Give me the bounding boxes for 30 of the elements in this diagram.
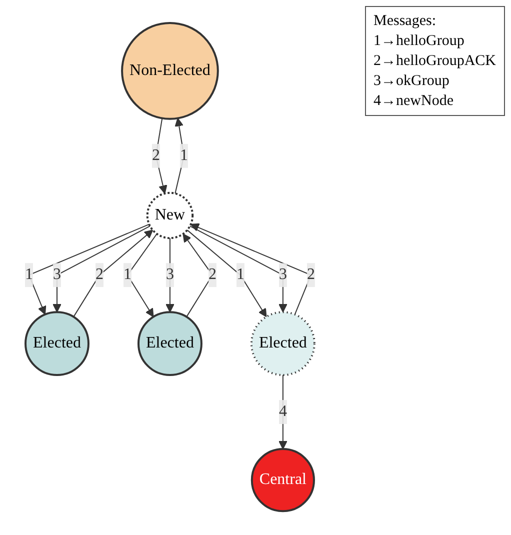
edge-label: 1 (236, 266, 244, 284)
legend-text: 3→okGroup (374, 73, 450, 89)
edge-label: 2 (208, 266, 216, 284)
edge-label: 4 (278, 403, 287, 420)
edge-label: 2 (152, 147, 160, 164)
edge-label: 3 (166, 266, 174, 284)
edge-label: 2 (96, 266, 104, 284)
edge-label: 1 (180, 147, 188, 164)
arrow (156, 118, 168, 194)
legend-text: 2→helloGroupACK (374, 53, 496, 69)
arrow (190, 226, 288, 313)
arrow (186, 230, 267, 318)
edge-label: 3 (278, 266, 287, 284)
node-circle: Elected (24, 312, 90, 376)
arrow (73, 230, 154, 318)
legend-title: Messages: (374, 12, 437, 31)
node-circle: Central (250, 448, 316, 513)
legend-text: 4→newNode (374, 93, 454, 109)
node-circle: New (146, 192, 194, 240)
arrow (166, 238, 174, 313)
edge-label: 1 (124, 266, 132, 284)
node-circle: Elected (250, 312, 316, 376)
legend-text: 1→helloGroup (374, 33, 464, 49)
edge-label: 2 (306, 266, 315, 284)
edge-label: 3 (53, 266, 62, 284)
edge-label: 1 (25, 266, 34, 284)
arrow (278, 374, 288, 450)
node-circle: Elected (138, 312, 202, 376)
node-circle: Non-Elected (121, 22, 219, 120)
arrow (52, 226, 150, 313)
